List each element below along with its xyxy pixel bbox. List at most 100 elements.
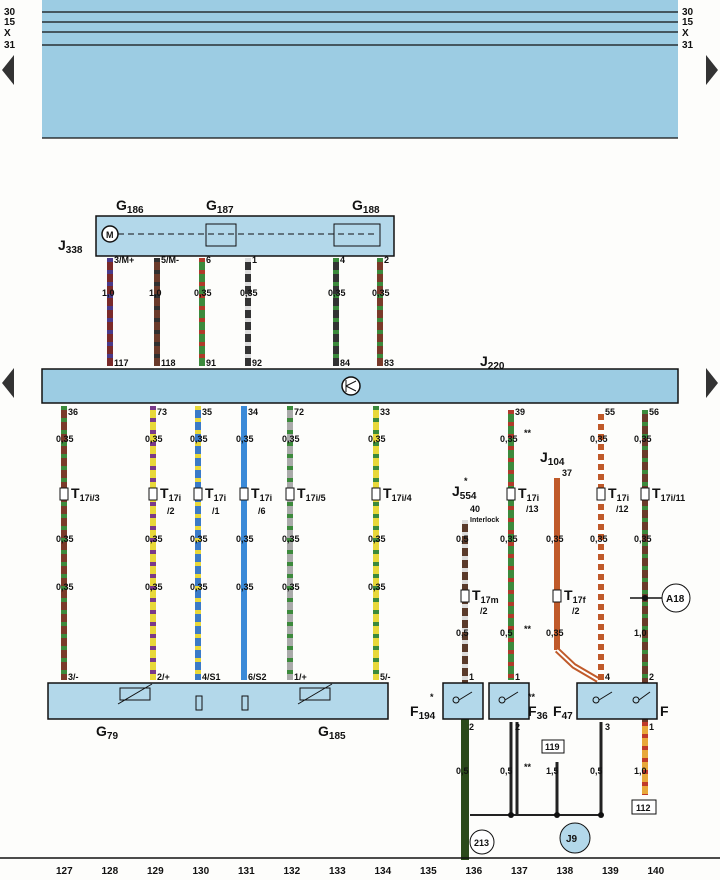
- size-138-a: 0,35: [546, 534, 564, 544]
- ecu-pin-91: 91: [206, 358, 216, 368]
- svg-text:2: 2: [515, 722, 520, 732]
- size-139-b: 0,35: [590, 534, 608, 544]
- ecu-pin-33: 33: [380, 407, 390, 417]
- label-t17i-12: T17i: [608, 485, 629, 503]
- ecu-pin-36: 36: [68, 407, 78, 417]
- mark-f194: *: [430, 692, 434, 702]
- bottom-size-b-36: 0,35: [56, 534, 74, 544]
- bottom-size-a-33: 0,35: [368, 434, 386, 444]
- ecu-pin-84: 84: [340, 358, 350, 368]
- ecu-pin-72: 72: [294, 407, 304, 417]
- next-page-arrow-middle[interactable]: [706, 368, 718, 398]
- rail-label-x: X: [4, 28, 11, 39]
- ground-point-a18: [661, 583, 691, 613]
- pin-j104-37: 37: [562, 468, 572, 478]
- size-139-a: 0,35: [590, 434, 608, 444]
- mark-f36: **: [528, 692, 536, 702]
- size-140-d: 1,0: [634, 766, 647, 776]
- ecu-pin-117: 117: [114, 358, 129, 368]
- column-number-136: 136: [466, 866, 483, 877]
- pedal-sensor-module: [47, 682, 389, 720]
- svg-text:3: 3: [605, 722, 610, 732]
- bottom-size-a-72: 0,35: [282, 434, 300, 444]
- connector-label-33: T17i/4: [383, 485, 412, 503]
- connector-72: [285, 487, 295, 501]
- switch-f47-f: [576, 682, 658, 720]
- svg-text:4: 4: [605, 672, 610, 682]
- svg-text:/2: /2: [572, 606, 580, 616]
- prev-page-arrow-middle[interactable]: [2, 368, 14, 398]
- connector-34: [239, 487, 249, 501]
- label-t17m: T17m: [472, 587, 499, 605]
- svg-text:J9: J9: [566, 834, 578, 845]
- prev-page-arrow-top[interactable]: [2, 55, 14, 85]
- label-g185: G185: [318, 723, 346, 742]
- mark-137c: **: [524, 762, 532, 772]
- top-pin-6: 6: [206, 255, 211, 265]
- rail-label-x-right: X: [682, 28, 689, 39]
- column-number-132: 132: [284, 866, 301, 877]
- pin-39: 39: [515, 407, 525, 417]
- switch-f36: [488, 682, 530, 720]
- svg-text:112: 112: [636, 803, 651, 813]
- label-t17i-11: T17i/11: [652, 485, 685, 503]
- size-138-b: 0,35: [546, 628, 564, 638]
- sensor-pin-6/S2: 6/S2: [248, 672, 267, 682]
- column-number-128: 128: [102, 866, 119, 877]
- bottom-size-a-34: 0,35: [236, 434, 254, 444]
- size-137-c: 0,5: [500, 628, 513, 638]
- column-number-138: 138: [557, 866, 574, 877]
- svg-text:A18: A18: [666, 594, 685, 605]
- size-137-b: 0,35: [500, 534, 518, 544]
- rail-label-31: 31: [4, 40, 16, 51]
- size-136-a: 0,5: [456, 534, 469, 544]
- label-j338: J338: [58, 237, 83, 256]
- mark-137b: **: [524, 624, 532, 634]
- connector-label-73: T17i: [160, 485, 181, 503]
- bottom-size-a-35: 0,35: [190, 434, 208, 444]
- bottom-size-c-35: 0,35: [190, 582, 208, 592]
- ground-point-213: [469, 829, 495, 855]
- ref-box-112: [631, 799, 657, 815]
- label-g188: G188: [352, 197, 380, 216]
- rail-label-30-right: 30: [682, 7, 694, 18]
- sensor-pin-4/S1: 4/S1: [202, 672, 221, 682]
- label-j220: J220: [480, 353, 505, 372]
- next-page-arrow-top[interactable]: [706, 55, 718, 85]
- motor-icon: [101, 225, 119, 243]
- bottom-size-c-73: 0,35: [145, 582, 163, 592]
- potentiometer-g188-icon: [333, 223, 381, 247]
- size-138-c: 1,5: [546, 766, 559, 776]
- top-pin-1: 1: [252, 255, 257, 265]
- column-number-134: 134: [375, 866, 392, 877]
- top-wire-group: 3/M+1,01175/M-1,011860,359110,359240,358…: [102, 255, 394, 368]
- top-pin-3/M+: 3/M+: [114, 255, 134, 265]
- top-size-117: 1,0: [102, 288, 115, 298]
- supply-rail-area: [42, 0, 678, 138]
- size-136-c: 0,5: [456, 766, 469, 776]
- column-number-139: 139: [602, 866, 619, 877]
- ground-point-j9: [559, 822, 591, 854]
- bottom-size-b-73: 0,35: [145, 534, 163, 544]
- bottom-size-b-72: 0,35: [282, 534, 300, 544]
- ecu-pin-35: 35: [202, 407, 212, 417]
- svg-text:M: M: [106, 230, 114, 240]
- connector-73: [148, 487, 158, 501]
- bottom-size-b-35: 0,35: [190, 534, 208, 544]
- column-number-131: 131: [238, 866, 255, 877]
- rail-label-15: 15: [4, 17, 16, 28]
- label-f47: F47: [553, 703, 573, 722]
- rail-label-15-right: 15: [682, 17, 694, 28]
- connector-pin-34: /6: [258, 506, 266, 516]
- top-size-92: 0,35: [240, 288, 258, 298]
- connector-label-34: T17i: [251, 485, 272, 503]
- top-size-118: 1,0: [149, 288, 162, 298]
- transistor-icon: [341, 376, 361, 396]
- label-g187: G187: [206, 197, 234, 216]
- column-number-129: 129: [147, 866, 164, 877]
- label-j104: J104: [540, 449, 565, 468]
- rail-lines: [42, 11, 678, 139]
- ecu-pin-73: 73: [157, 407, 167, 417]
- sensor-pin-2/+: 2/+: [157, 672, 170, 682]
- bottom-size-a-36: 0,35: [56, 434, 74, 444]
